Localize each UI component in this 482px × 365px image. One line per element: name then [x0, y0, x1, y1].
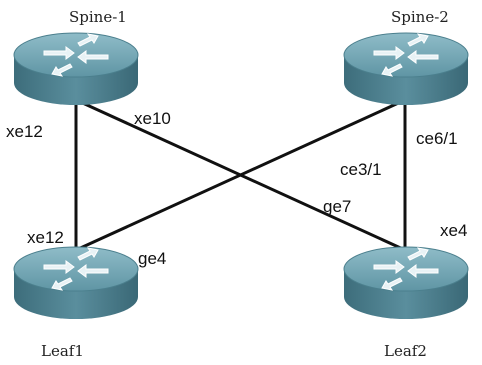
port-label-leaf1-spine1: xe12: [27, 228, 64, 247]
port-label-leaf2-spine1: ge7: [323, 197, 351, 216]
node-label-leaf1: Leaf1: [41, 342, 84, 360]
router-spine2: [343, 32, 469, 106]
router-spine1: [13, 32, 139, 106]
port-label-spine1-leaf2: xe10: [134, 109, 171, 128]
router-icon: [13, 32, 139, 106]
port-label-spine2-leaf2: ce6/1: [416, 129, 458, 148]
node-label-leaf2: Leaf2: [384, 342, 427, 360]
link-spine2-leaf1: [75, 98, 406, 252]
port-label-leaf2-spine2: ce3/1: [340, 160, 382, 179]
router-icon: [343, 32, 469, 106]
links: [74, 98, 407, 252]
router-icon: [13, 246, 139, 320]
node-label-spine1: Spine-1: [69, 8, 127, 26]
port-label-leaf2-side: xe4: [440, 221, 467, 240]
node-label-spine2: Spine-2: [391, 8, 449, 26]
router-icon: [343, 246, 469, 320]
router-leaf1: [13, 246, 139, 320]
router-leaf2: [343, 246, 469, 320]
port-label-leaf1-spine2: ge4: [138, 249, 166, 268]
port-label-spine1-leaf1: xe12: [6, 122, 43, 141]
